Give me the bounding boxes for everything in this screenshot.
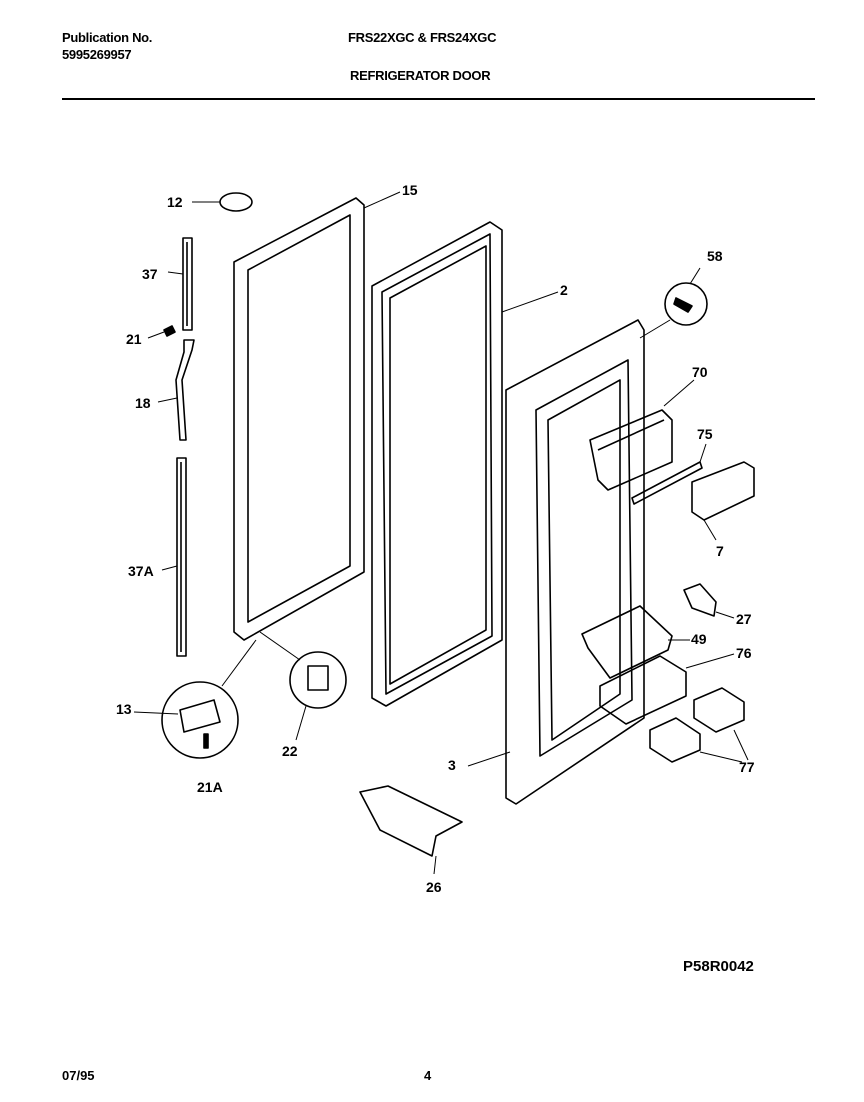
header-divider <box>62 98 815 100</box>
part-76-lower-bin <box>599 653 735 725</box>
part-37-hinge-trim <box>167 237 193 331</box>
callout-27: 27 <box>736 611 752 627</box>
callout-37: 37 <box>142 266 158 282</box>
part-22-bushing-detail <box>259 631 347 741</box>
part-77-egg-tray <box>649 687 749 763</box>
callout-3: 3 <box>448 757 456 773</box>
callout-77: 77 <box>739 759 755 775</box>
diagram-code: P58R0042 <box>683 958 754 975</box>
callout-21a: 21A <box>197 779 223 795</box>
part-49-door-bin <box>581 605 690 679</box>
part-75-door-rail <box>631 443 707 505</box>
part-37a-trim-strip <box>161 457 187 657</box>
page-number: 4 <box>424 1068 432 1083</box>
part-3-door-liner <box>467 319 645 805</box>
callout-49: 49 <box>691 631 707 647</box>
part-13-hinge-detail <box>133 639 257 759</box>
callout-15: 15 <box>402 182 418 198</box>
callout-18: 18 <box>135 395 151 411</box>
part-7-dairy-door <box>691 461 755 541</box>
callout-70: 70 <box>692 364 708 380</box>
part-27-end-cap <box>683 583 735 619</box>
part-58-screw-detail <box>639 267 708 339</box>
part-2-gasket <box>371 221 559 707</box>
section-title: REFRIGERATOR DOOR <box>350 68 491 83</box>
callout-22: 22 <box>282 743 298 759</box>
part-15-door-frame <box>233 191 401 641</box>
callout-2: 2 <box>560 282 568 298</box>
part-12-plug <box>219 192 253 212</box>
part-26-storage-bin <box>359 785 463 875</box>
callout-13: 13 <box>116 701 132 717</box>
callout-58: 58 <box>707 248 723 264</box>
callout-76: 76 <box>736 645 752 661</box>
part-21-screw <box>147 325 176 339</box>
revision-date: 07/95 <box>62 1068 95 1083</box>
model-numbers: FRS22XGC & FRS24XGC <box>348 30 497 45</box>
part-18-handle <box>157 339 195 441</box>
callout-26: 26 <box>426 879 442 895</box>
part-70-dairy-bin <box>589 379 695 491</box>
callout-37a: 37A <box>128 563 154 579</box>
publication-label: Publication No. <box>62 30 153 45</box>
callout-7: 7 <box>716 543 724 559</box>
publication-number: 5995269957 <box>62 47 132 62</box>
callout-75: 75 <box>697 426 713 442</box>
part-21a-screw <box>203 733 209 749</box>
callout-21: 21 <box>126 331 142 347</box>
callout-12: 12 <box>167 194 183 210</box>
